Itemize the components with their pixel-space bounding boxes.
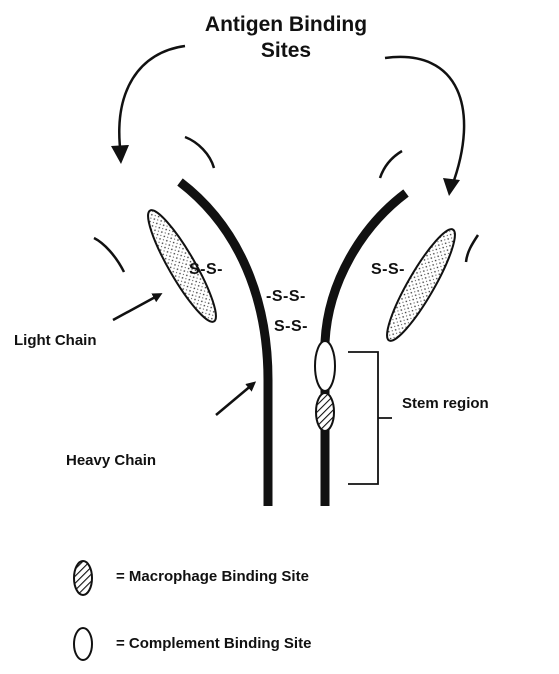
right-curved-arrow	[385, 57, 464, 186]
heavy-chain-arrow	[216, 384, 253, 415]
diagram-title-line1: Antigen Binding	[166, 14, 406, 35]
light-chain-right	[378, 223, 465, 347]
right-curved-arrowhead	[443, 178, 460, 196]
left-curved-arrowhead	[111, 145, 129, 164]
heavy-chain-left	[180, 182, 268, 506]
legend-complement-text: = Complement Binding Site	[116, 636, 311, 651]
macrophage-binding-site	[316, 393, 334, 431]
light-chain-arrow	[113, 295, 159, 320]
complement-binding-site	[315, 341, 335, 391]
legend-macrophage-text: = Macrophage Binding Site	[116, 569, 309, 584]
disulfide-label-upper-heavy: -S-S-	[266, 289, 306, 305]
light-chain-label: Light Chain	[14, 333, 97, 348]
disulfide-label-right-light: S-S-	[371, 262, 405, 278]
stem-region-bracket	[348, 352, 392, 484]
heavy-chain-label: Heavy Chain	[66, 453, 156, 468]
antigen-site-right-outer	[466, 235, 478, 262]
heavy-chain-right	[325, 193, 406, 506]
diagram-title-line2: Sites	[166, 40, 406, 61]
disulfide-label-lower-heavy: S-S-	[274, 319, 308, 335]
antigen-site-left-outer	[94, 238, 124, 272]
open-oval-icon	[74, 628, 92, 660]
hatched-oval-icon	[74, 561, 92, 595]
left-curved-arrow	[119, 46, 185, 156]
stem-region-label: Stem region	[402, 396, 489, 411]
disulfide-label-left-light: S-S-	[189, 262, 223, 278]
antigen-site-right-inner	[380, 151, 402, 178]
antigen-site-left-inner	[185, 137, 214, 168]
